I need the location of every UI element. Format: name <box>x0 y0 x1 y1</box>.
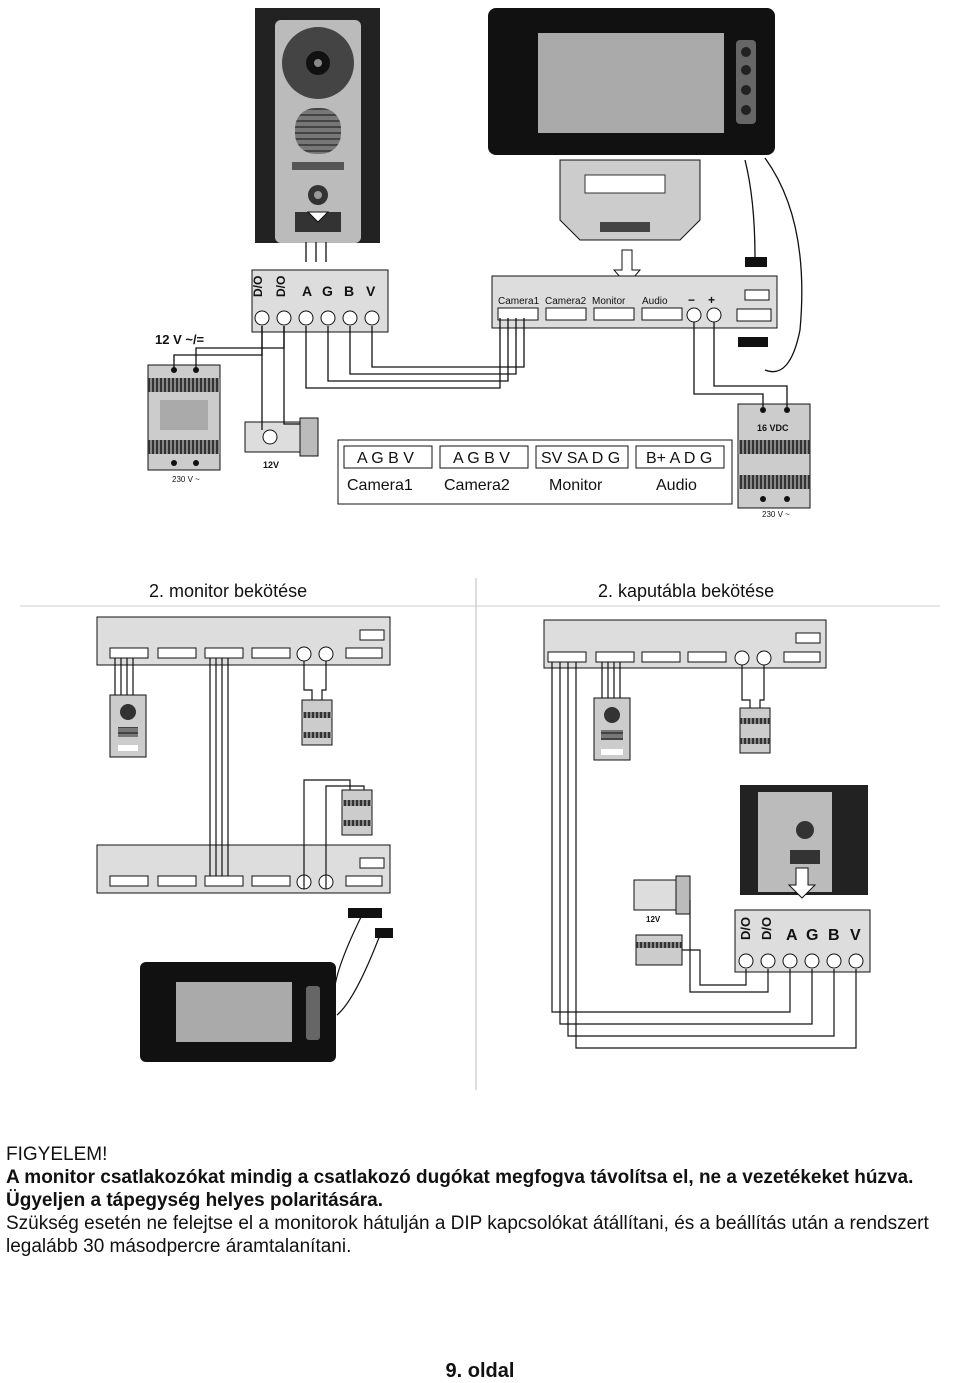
bus-plus: + <box>708 293 715 307</box>
psu-left-bottom: 230 V ~ <box>172 475 200 484</box>
door-terminal-block: D/O D/O A G B V <box>251 269 389 333</box>
lock-label: 12V <box>263 460 279 470</box>
monitor-bus-board: Camera1 Camera2 Monitor Audio − + <box>491 275 778 329</box>
psu-right-label: 16 VDC <box>757 423 789 433</box>
br-term-g: G <box>806 927 818 944</box>
notice-normal-text: Szükség esetén ne felejtse el a monitoro… <box>6 1213 929 1257</box>
br-term-do-1: D/O <box>738 917 753 940</box>
term-a: A <box>302 283 312 299</box>
bus-minus: − <box>688 293 695 307</box>
bottom-left-diagram <box>96 616 393 1062</box>
legend-name-audio: Audio <box>656 477 697 494</box>
monitor-top <box>488 8 775 155</box>
br-term-b: B <box>828 927 840 944</box>
psu-left-label: 12 V ~/= <box>155 332 205 347</box>
br-term-v: V <box>850 927 861 944</box>
legend-name-monitor: Monitor <box>549 477 603 494</box>
legend-pins-audio: B+ A D G <box>646 450 712 467</box>
legend-pins-monitor: SV SA D G <box>541 450 620 467</box>
door-station <box>255 8 380 243</box>
legend-name-camera1: Camera1 <box>347 477 413 494</box>
br-term-do-2: D/O <box>759 917 774 940</box>
notice-heading: FIGYELEM! <box>6 1144 108 1165</box>
page-number: 9. oldal <box>445 1360 515 1382</box>
caption-right: 2. kaputábla bekötése <box>598 581 775 601</box>
bus-camera2: Camera2 <box>545 296 587 307</box>
connector-legend: A G B V A G B V SV SA D G B+ A D G Camer… <box>337 439 733 505</box>
monitor-bracket <box>559 159 701 286</box>
bus-audio: Audio <box>642 296 668 307</box>
bus-monitor: Monitor <box>592 296 626 307</box>
term-g: G <box>322 283 333 299</box>
notice: FIGYELEM! A monitor csatlakozókat mindig… <box>6 1143 958 1258</box>
br-lock-label: 12V <box>646 915 661 924</box>
psu-right-bottom: 230 V ~ <box>762 510 790 519</box>
term-v: V <box>366 283 376 299</box>
term-b: B <box>344 283 354 299</box>
legend-name-camera2: Camera2 <box>444 477 510 494</box>
term-do-2: D/O <box>274 276 288 297</box>
legend-pins-camera1: A G B V <box>357 450 414 467</box>
legend-pins-camera2: A G B V <box>453 450 510 467</box>
door-lock: 12V <box>244 417 319 470</box>
bottom-right-diagram: D/O D/O A G B V 12V <box>543 619 871 1049</box>
br-term-a: A <box>786 927 798 944</box>
caption-left: 2. monitor bekötése <box>149 581 308 601</box>
psu-right: 16 VDC 230 V ~ <box>737 403 811 519</box>
notice-bold-text: A monitor csatlakozókat mindig a csatlak… <box>6 1167 914 1211</box>
bus-camera1: Camera1 <box>498 296 540 307</box>
top-wires <box>173 157 803 430</box>
term-do-1: D/O <box>251 276 265 297</box>
psu-left: 12 V ~/= 230 V ~ <box>147 332 221 484</box>
